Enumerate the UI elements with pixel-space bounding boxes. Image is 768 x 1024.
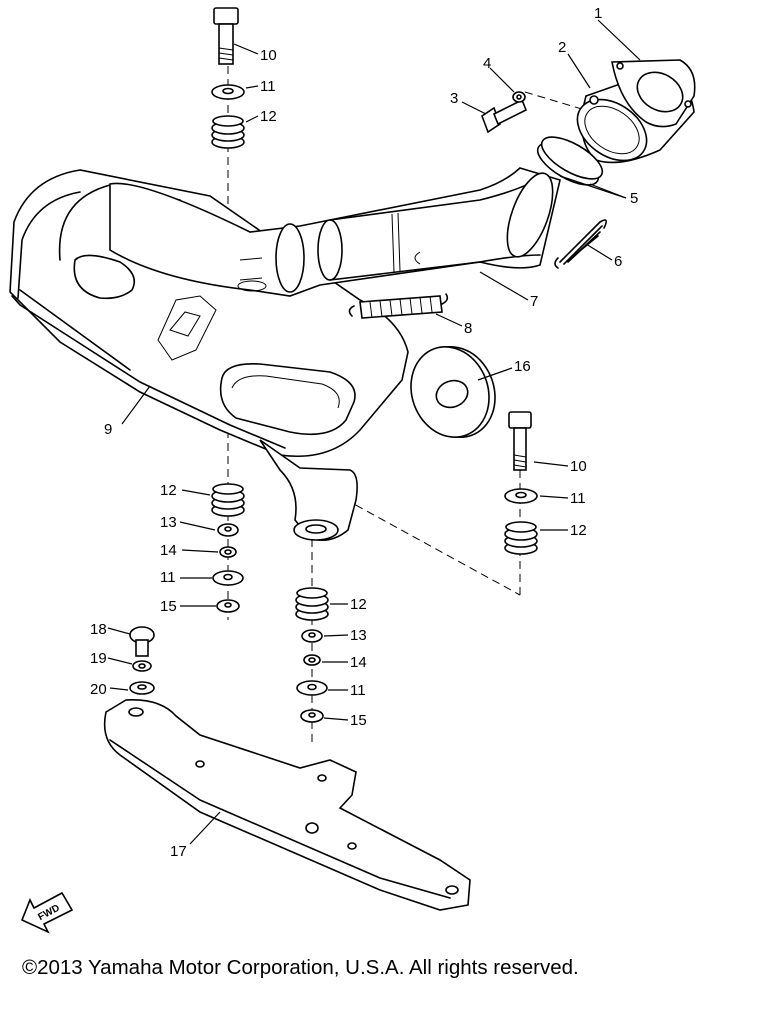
callout-14-center: 14 [350,654,367,671]
lock-washer-part-14-center [303,654,321,666]
callout-18: 18 [90,621,107,638]
washer-part-11-right [504,488,538,504]
callout-13-left: 13 [160,514,177,531]
callout-12-right: 12 [570,522,587,539]
callout-6: 6 [614,253,622,270]
copyright-notice: ©2013 Yamaha Motor Corporation, U.S.A. A… [22,956,579,979]
gasket-part-1 [611,59,696,128]
callout-7: 7 [530,293,538,310]
bolt-part-10-right [508,411,532,471]
grommet-part-16 [410,346,496,438]
callout-3: 3 [450,90,458,107]
callout-1: 1 [594,5,602,22]
callout-17: 17 [170,843,187,860]
washer-part-11-left [212,570,244,586]
spring-part-12-top [211,115,245,149]
callout-labels: 10 11 12 1 2 3 4 5 6 7 8 9 16 10 11 12 1… [90,5,638,860]
callout-12-top: 12 [260,108,277,125]
bolt-part-3 [481,98,528,134]
lock-washer-part-14-left [219,546,237,558]
callout-15-center: 15 [350,712,367,729]
callout-2: 2 [558,39,566,56]
callout-11-center: 11 [350,682,366,699]
spring-part-6 [554,219,608,269]
callout-5: 5 [630,190,638,207]
bolt-part-10-top [213,7,239,65]
spring-part-12-right [504,521,538,555]
fwd-arrow: FWD [20,891,74,934]
spring-part-12-left-lower [211,483,245,517]
callout-12-left: 12 [160,482,177,499]
callout-10-top: 10 [260,47,277,64]
washer-part-15-left [216,599,240,613]
washer-part-13-left [217,523,239,537]
callout-8: 8 [464,320,472,337]
callout-11-top: 11 [260,78,276,95]
lock-washer-part-19 [132,660,152,672]
callout-11-left: 11 [160,569,176,586]
callout-19: 19 [90,650,107,667]
washer-part-11-top [211,84,245,100]
callout-4: 4 [483,55,491,72]
spring-part-12-center [295,587,329,621]
bolt-part-18 [129,626,155,657]
callout-11-right: 11 [570,490,586,507]
washer-part-13-center [301,629,323,643]
washer-part-15-center [300,709,324,723]
bracket-part-17 [103,699,471,911]
callout-13-center: 13 [350,627,367,644]
washer-part-20 [129,681,155,695]
callout-20: 20 [90,681,107,698]
leader-lines [107,19,641,845]
spring-part-8 [348,293,449,319]
callout-9: 9 [104,421,112,438]
callout-15-left: 15 [160,598,177,615]
washer-part-11-center [296,680,328,696]
callout-10-right: 10 [570,458,587,475]
seal-rings-part-5 [536,136,604,186]
exhaust-parts-diagram: FWD 10 11 12 [9,5,696,934]
callout-16: 16 [514,358,531,375]
washer-part-4 [512,91,526,103]
callout-12-center: 12 [350,596,367,613]
exhaust-pipe-part-7 [109,167,561,297]
callout-14-left: 14 [160,542,177,559]
